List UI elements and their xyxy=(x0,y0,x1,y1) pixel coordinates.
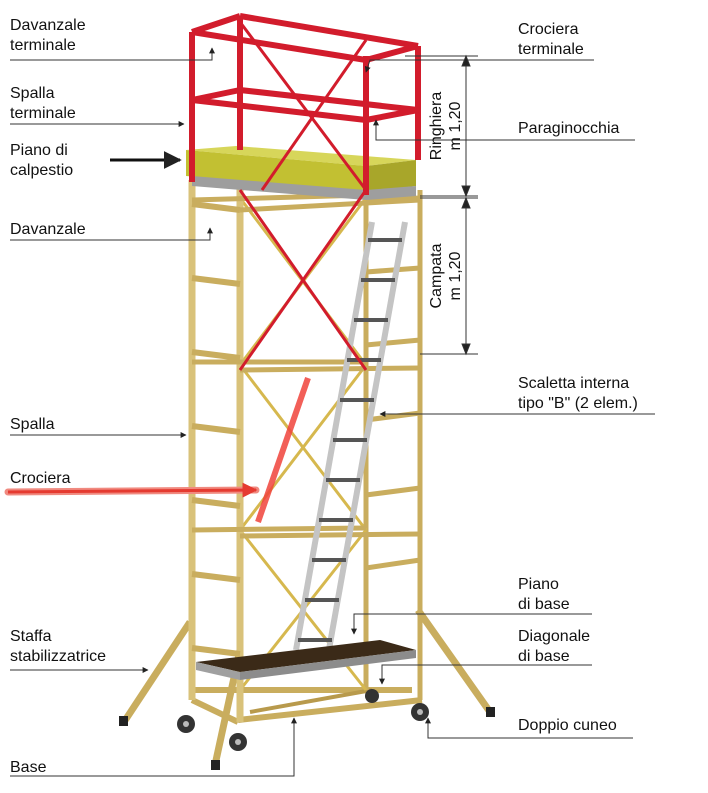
label-line: di base xyxy=(518,648,570,665)
label-piano-calpestio: Piano di calpestio xyxy=(10,141,73,181)
dim-ringhiera-1: Ringhiera xyxy=(428,92,445,161)
label-spalla: Spalla xyxy=(10,416,55,433)
dimension-ringhiera xyxy=(405,54,478,198)
label-line: terminale xyxy=(10,37,76,54)
label-line: Davanzale xyxy=(10,17,86,34)
label-line: Spalla xyxy=(10,85,55,102)
label-staffa: Staffa stabilizzatrice xyxy=(10,627,106,667)
side-rails xyxy=(191,192,421,539)
label-paraginocchia: Paraginocchia xyxy=(518,120,620,137)
label-line: terminale xyxy=(518,41,584,58)
label-doppio-cuneo: Doppio cuneo xyxy=(518,717,617,734)
label-line: Piano di xyxy=(10,142,68,159)
label-line: Diagonale xyxy=(518,628,591,645)
leader-lines xyxy=(10,47,655,777)
label-line: Scaletta interna xyxy=(518,375,630,392)
top-platform xyxy=(186,146,416,200)
label-line: terminale xyxy=(10,105,76,122)
dim-ringhiera-2: m 1,20 xyxy=(447,101,464,150)
label-line: di base xyxy=(518,596,570,613)
base-platform xyxy=(196,640,416,680)
dimension-campata xyxy=(420,196,478,356)
label-crociera: Crociera xyxy=(10,470,71,487)
wheels xyxy=(177,689,429,751)
label-line: tipo "B" (2 elem.) xyxy=(518,395,638,412)
label-line: stabilizzatrice xyxy=(10,648,107,665)
label-crociera-terminale: Crociera terminale xyxy=(518,20,584,60)
front-frame-rungs xyxy=(191,201,241,657)
label-scaletta: Scaletta interna tipo "B" (2 elem.) xyxy=(518,374,638,414)
label-line: Crociera xyxy=(518,21,579,38)
label-davanzale: Davanzale xyxy=(10,221,86,238)
guardrail-cross xyxy=(238,21,368,371)
dim-campata-2: m 1,20 xyxy=(447,251,464,300)
label-diagonale-base: Diagonale di base xyxy=(518,627,590,667)
label-line: Piano xyxy=(518,576,559,593)
back-frame-rungs xyxy=(365,195,421,571)
guardrail xyxy=(189,13,421,195)
highlighted-brace xyxy=(255,377,311,523)
label-davanzale-terminale: Davanzale terminale xyxy=(10,16,86,56)
label-line: Staffa xyxy=(10,628,52,645)
label-line: calpestio xyxy=(10,162,74,179)
dim-campata-1: Campata xyxy=(428,243,445,308)
internal-ladder xyxy=(293,221,408,656)
label-base: Base xyxy=(10,759,47,776)
front-frame xyxy=(188,180,244,722)
label-spalla-terminale: Spalla terminale xyxy=(10,84,76,124)
label-piano-base: Piano di base xyxy=(518,575,570,615)
